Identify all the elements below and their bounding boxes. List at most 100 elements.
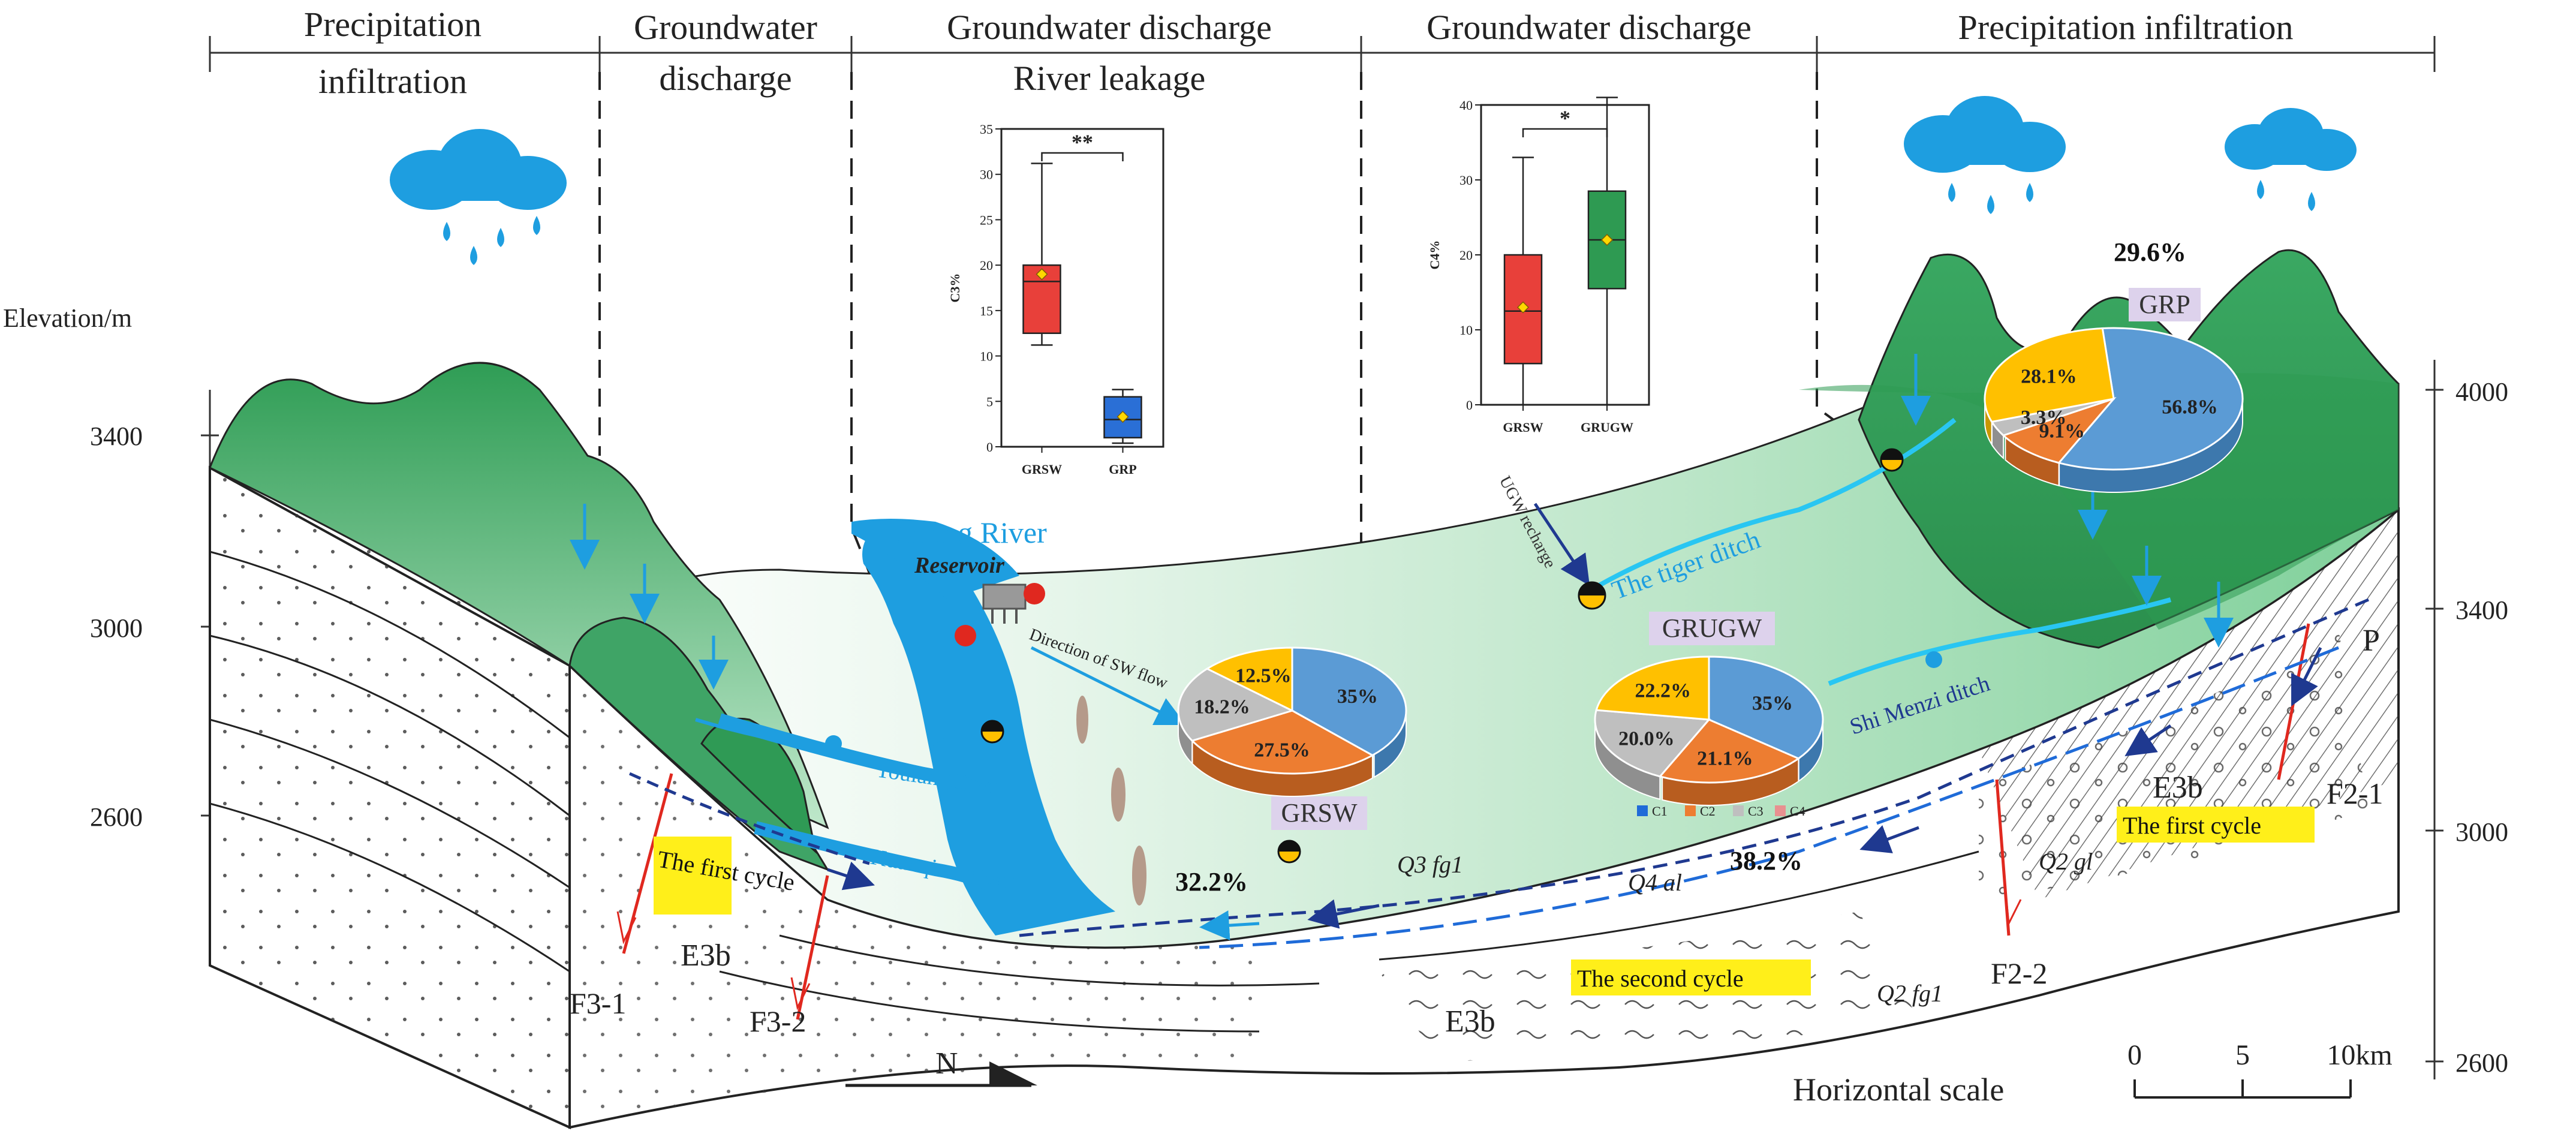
e3b-label-1: E3b (681, 939, 731, 973)
legend-c4: C4 (1790, 804, 1805, 819)
y-tick-label: 0 (1466, 398, 1473, 413)
pie-value-label: 22.2% (1635, 680, 1692, 702)
y-tick-label: 30 (1459, 173, 1473, 188)
sampling-marker-icons (825, 448, 1942, 864)
scale-tick-0: 0 (2127, 1039, 2142, 1071)
shi-menzi-ditch (1828, 597, 2172, 686)
horizontal-scale-title: Horizontal scale (1793, 1072, 2004, 1108)
pie-value-label: 21.1% (1697, 747, 1753, 769)
x-category-label: GRSW (1022, 462, 1062, 477)
scale-tick-10km: 10km (2327, 1039, 2392, 1071)
left-tick-2600: 2600 (90, 802, 143, 832)
pie-value-label: 9.1% (2039, 420, 2085, 443)
tiger-ditch (1594, 417, 1957, 590)
header-river-leakage: River leakage (1013, 59, 1205, 98)
right-tick-4000: 4000 (2455, 377, 2508, 407)
x-category-label: GRP (1109, 462, 1136, 477)
box-mean-marker (1516, 301, 1530, 314)
legend-c3: C3 (1748, 804, 1764, 819)
y-tick-label: 40 (1459, 98, 1473, 113)
right-tick-3400: 3400 (2455, 595, 2508, 625)
pie-chart-grp: 56.8%9.1%3.3%28.1% (1984, 327, 2244, 493)
flow-arrows (570, 354, 2322, 941)
y-tick-label: 20 (980, 258, 993, 273)
header-discharge: discharge (659, 59, 792, 98)
significance-label: ** (1072, 130, 1093, 154)
pie-slice-c4 (1595, 655, 1710, 721)
y-tick-label: 5 (986, 394, 993, 409)
pie-slice-c2 (2002, 396, 2117, 464)
e3b-label-2: E3b (1445, 1004, 1495, 1039)
y-tick-label: 35 (980, 122, 993, 137)
pie-value-label: 20.0% (1618, 727, 1675, 750)
grsw-label: GRSW (1281, 798, 1358, 828)
box-grsw: GRSW (1503, 157, 1543, 435)
north-label: N (935, 1046, 958, 1081)
pie-value-label: 35% (1337, 685, 1378, 708)
toulang-river (717, 713, 986, 798)
significance-bracket (1522, 128, 1608, 137)
y-tick-label: 20 (1459, 248, 1473, 263)
f3-2-label: F3-2 (750, 1004, 806, 1038)
y-axis-label: C4% (1427, 240, 1442, 270)
header-gw-discharge-2: Groundwater discharge (1427, 8, 1752, 47)
q4-al-label: Q4 al (1628, 869, 1682, 896)
f2-1-label: F2-1 (2327, 777, 2383, 810)
y-tick-label: 25 (980, 212, 993, 227)
reservoir-label: Reservoir (914, 553, 1005, 578)
x-category-label: GRUGW (1581, 420, 1633, 435)
pie-slice-c3 (1177, 667, 1295, 742)
pct-32-2-label: 32.2% (1175, 867, 1248, 897)
box-mean-marker (1117, 410, 1129, 423)
pie-chart-grsw: 35% 27.5%18.2% 12.5% (1177, 646, 1407, 797)
datong-river-label: Datong River (884, 516, 1047, 549)
pie-value-label: 18.2% (1194, 696, 1250, 718)
y-axis-label: C3% (947, 273, 962, 303)
header-infiltration: infiltration (318, 62, 467, 101)
significance-bracket (1041, 152, 1124, 161)
reservoir-dam (955, 583, 1045, 646)
kuanqian-river (754, 821, 998, 894)
y-tick-label: 10 (1459, 323, 1473, 338)
pie-slice-c4 (1205, 646, 1293, 712)
first-cycle-right-label: The first cycle (2123, 812, 2261, 839)
header-gw-discharge-1: Groundwater discharge (947, 8, 1272, 47)
left-tick-3400: 3400 (90, 422, 143, 451)
right-elevation-axis: 4000 3400 3000 2600 (2425, 360, 2508, 1079)
pie-value-label: 56.8% (2162, 396, 2218, 418)
q2-gl-label: Q2 gl (2039, 848, 2093, 875)
left-tick-3000: 3000 (90, 613, 143, 643)
reservoir-lake (851, 519, 1019, 600)
legend-c1: C1 (1652, 804, 1668, 819)
pct-38-2-label: 38.2% (1730, 846, 1802, 876)
second-cycle-label: The second cycle (1577, 965, 1744, 992)
significance-label: * (1560, 106, 1570, 130)
y-tick-label: 10 (980, 349, 993, 364)
pie-value-label: 3.3% (2021, 407, 2067, 429)
pie-value-label: 12.5% (1235, 665, 1292, 687)
header-precipitation-infiltration: Precipitation infiltration (1958, 8, 2294, 47)
y-tick-label: 15 (980, 303, 993, 318)
pie-slice-c1 (1291, 646, 1407, 757)
pie-slice-c4 (1984, 327, 2115, 423)
header-groundwater: Groundwater (634, 8, 817, 47)
y-tick-label: 0 (986, 440, 993, 455)
pct-29-6-label: 29.6% (2114, 237, 2186, 267)
pie-legend: C1 C2 C3 C4 (1637, 804, 1805, 819)
pie-value-label: 35% (1752, 693, 1793, 715)
box-grugw: GRUGW (1581, 97, 1633, 435)
pie-slice-c1 (2057, 327, 2244, 471)
rain-cloud-left-icon (390, 129, 567, 265)
q2-fg1-label: Q2 fg1 (1877, 980, 1943, 1007)
pie-slice-c2 (1190, 709, 1375, 775)
right-tick-3000: 3000 (2455, 817, 2508, 847)
q3-fg1-label: Q3 fg1 (1397, 851, 1463, 878)
box-mean-marker (1600, 233, 1614, 246)
f2-2-label: F2-2 (1991, 956, 2047, 990)
pie-value-label: 27.5% (1254, 739, 1310, 761)
scale-tick-5: 5 (2235, 1039, 2250, 1071)
rain-cloud-right-1-icon (1904, 96, 2066, 214)
front-block-face (568, 507, 2400, 1129)
pie-slice-c2 (1658, 718, 1801, 784)
